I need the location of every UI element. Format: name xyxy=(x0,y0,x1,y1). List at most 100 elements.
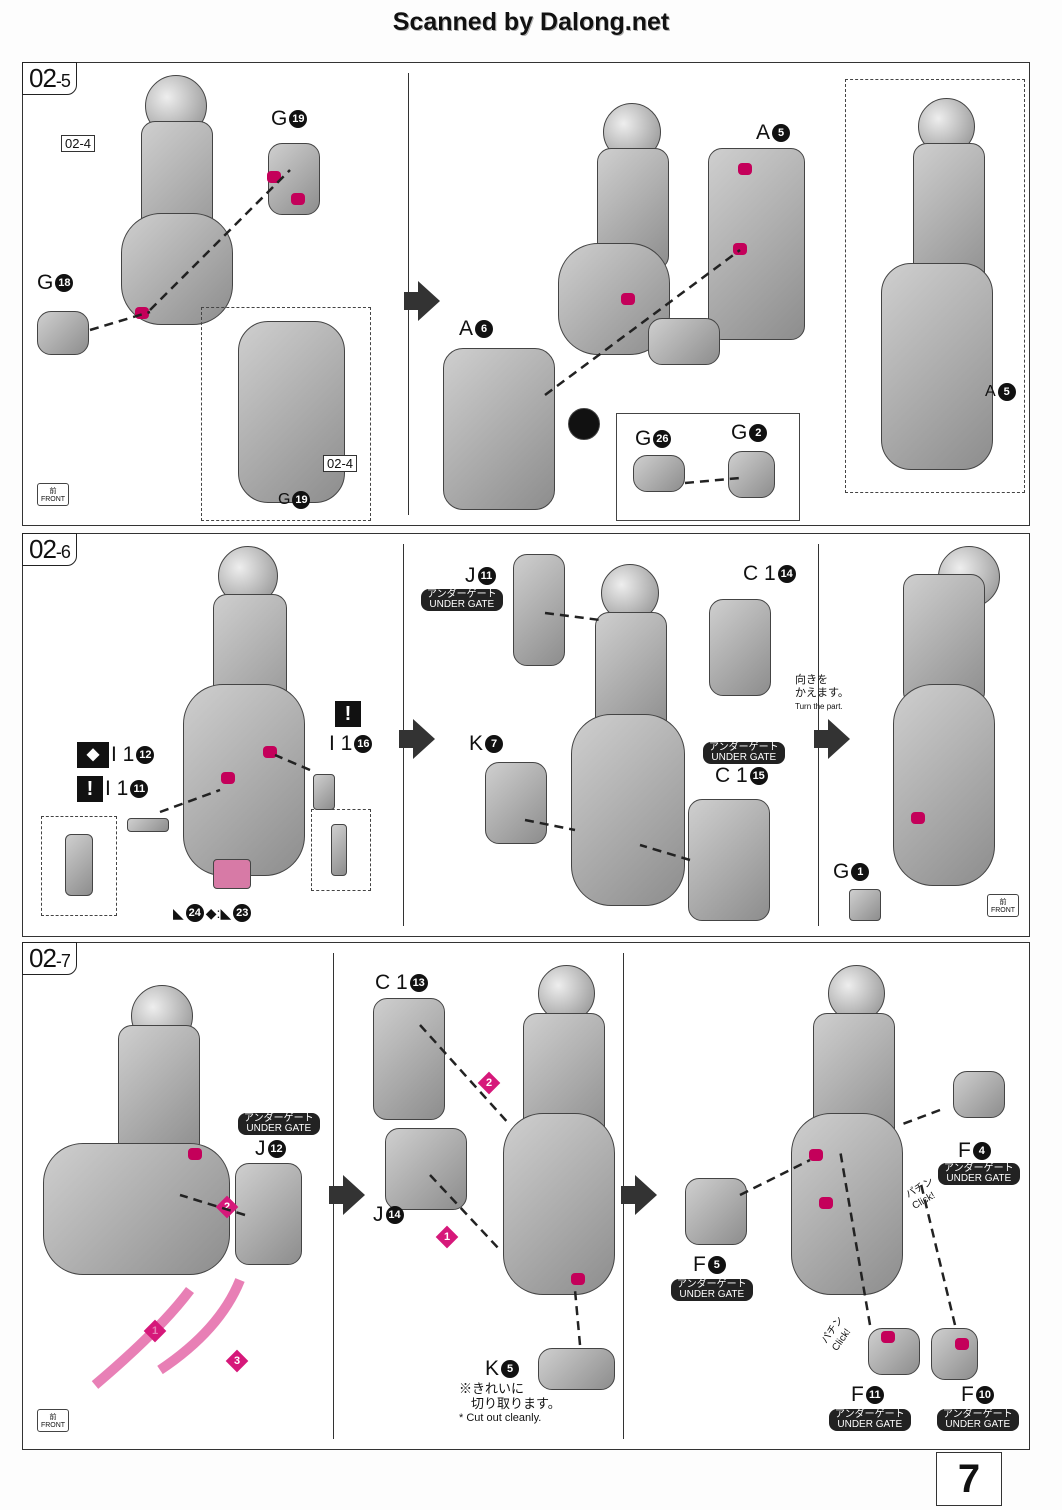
order-marker: 1 xyxy=(435,1225,459,1249)
part-c1-15 xyxy=(688,799,770,921)
arm-lower-rotated xyxy=(43,1143,230,1275)
arm-upper xyxy=(118,1025,200,1157)
cut-cleanly-note: ※きれいに切り取ります。* Cut out cleanly. xyxy=(459,1381,561,1424)
part-c1-14 xyxy=(709,599,771,696)
connection-pin xyxy=(621,293,635,305)
next-arrow xyxy=(404,281,440,321)
part-g1 xyxy=(849,889,881,921)
connection-pin xyxy=(809,1149,823,1161)
arm-lower-assembled xyxy=(881,263,993,470)
connection-pin xyxy=(263,746,277,758)
arm-lower xyxy=(571,714,685,906)
part-i1-16 xyxy=(313,774,335,810)
assembled-indicator-icon xyxy=(568,408,600,440)
part-a6 xyxy=(443,348,555,510)
part-f10 xyxy=(931,1328,978,1380)
scan-watermark: Scanned by Dalong.net xyxy=(392,8,670,36)
connection-pin xyxy=(267,171,281,183)
next-arrow xyxy=(399,719,435,759)
detail-inset xyxy=(311,809,371,891)
caution-icon: ! xyxy=(335,701,361,727)
connection-pin xyxy=(955,1338,969,1350)
order-marker: 3 xyxy=(225,1349,249,1373)
gate-variant-label: ◣24◆:◣23 xyxy=(173,904,252,922)
subassembly-inset xyxy=(616,413,800,521)
step-number: 02-6 xyxy=(22,533,77,566)
part-k7 xyxy=(485,762,547,844)
page-number: 7 xyxy=(936,1452,1002,1506)
connection-pin xyxy=(135,307,149,319)
connection-pin xyxy=(221,772,235,784)
part-g2 xyxy=(728,451,775,498)
runner-gate-part xyxy=(213,859,251,889)
alternate-part-icon: ◆ xyxy=(77,742,109,768)
part-j12 xyxy=(235,1163,302,1265)
step-number: 02-7 xyxy=(22,942,77,975)
connection-pin xyxy=(911,812,925,824)
next-arrow xyxy=(621,1175,657,1215)
completed-view-inset xyxy=(845,79,1025,493)
turn-part-note: 向きをかえます。Turn the part. xyxy=(795,674,849,711)
part-detail xyxy=(331,824,347,876)
part-f4 xyxy=(953,1071,1005,1118)
connection-pin xyxy=(188,1148,202,1160)
part-g26-g2-assembly xyxy=(648,318,720,365)
part-g18 xyxy=(37,311,89,355)
part-detail xyxy=(65,834,93,896)
next-arrow xyxy=(329,1175,365,1215)
caution-icon: ! xyxy=(77,776,103,802)
arm-lower xyxy=(893,684,995,886)
connection-pin xyxy=(819,1197,833,1209)
ref-02-4: 02-4 xyxy=(323,455,358,472)
connection-pin xyxy=(738,163,752,175)
shoulder-ball xyxy=(538,965,595,1022)
connection-pin xyxy=(881,1331,895,1343)
next-arrow xyxy=(814,719,850,759)
arm-upper xyxy=(595,612,667,734)
part-k5 xyxy=(538,1348,615,1390)
step-number: 02-5 xyxy=(22,62,77,95)
part-j11 xyxy=(513,554,565,666)
arm-lower xyxy=(503,1113,615,1295)
part-c1-13 xyxy=(373,998,445,1120)
part-j14 xyxy=(385,1128,467,1210)
part-a5 xyxy=(708,148,805,340)
arm-lower xyxy=(791,1113,903,1295)
shoulder-ball xyxy=(828,965,885,1022)
ref-02-4: 02-4 xyxy=(61,135,96,152)
